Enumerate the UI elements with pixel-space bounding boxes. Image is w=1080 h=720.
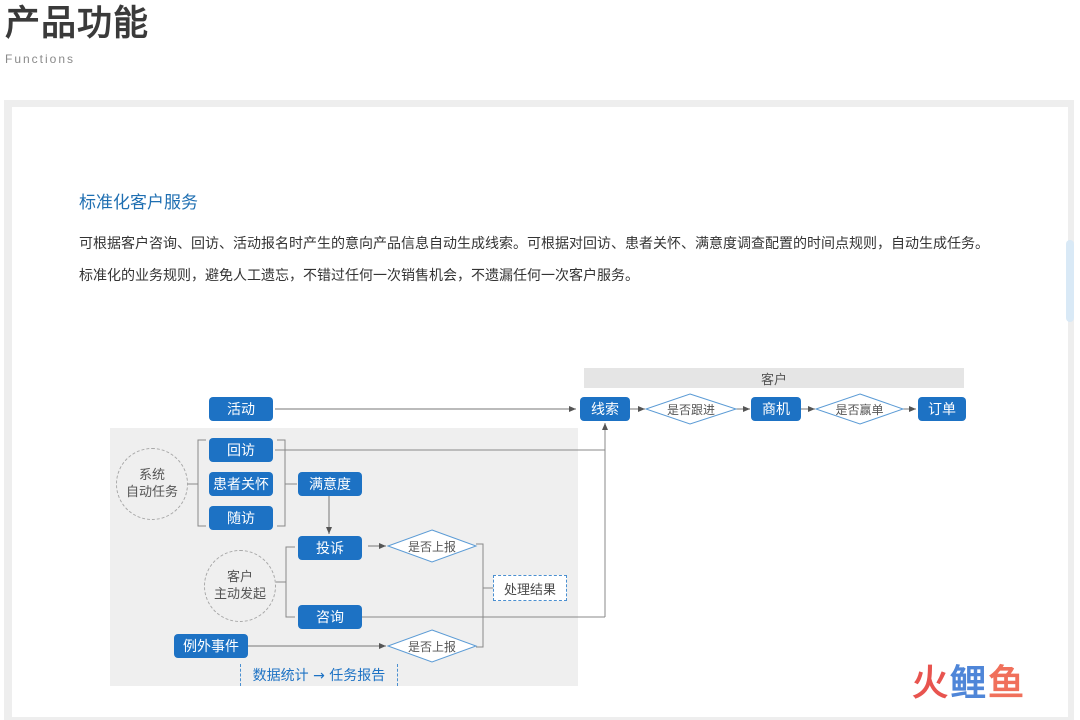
decision-follow-up-label: 是否跟进 [666,403,715,417]
scrollbar-thumb[interactable] [1066,240,1074,322]
section-heading: 标准化客户服务 [79,193,198,213]
node-follow-visit: 随访 [209,506,273,530]
page-title: 产品功能 [5,4,150,44]
ring-system-task: 系统 自动任务 [116,448,188,520]
node-consult: 咨询 [298,605,362,629]
node-return-visit: 回访 [209,438,273,462]
watermark-logo: 火鲤鱼 [912,663,1027,704]
ring-customer-initiated: 客户 主动发起 [204,550,276,622]
stats-report-label: 数据统计 → 任务报告 [240,664,398,686]
node-opportunity: 商机 [751,397,801,421]
section-description: 可根据客户咨询、回访、活动报名时产生的意向产品信息自动生成线索。可根据对回访、患… [79,236,989,284]
decision-report-1-label: 是否上报 [407,540,456,554]
decision-report-2-shape [386,629,478,663]
node-complaint: 投诉 [298,536,362,560]
node-activity: 活动 [209,397,273,421]
decision-report-1-shape [386,529,478,563]
decision-report-2-label: 是否上报 [407,640,456,654]
decision-win-label: 是否赢单 [835,403,884,417]
node-patient-care: 患者关怀 [209,472,273,496]
node-order: 订单 [918,397,966,421]
node-exception: 例外事件 [174,634,248,658]
decision-win-shape [814,393,905,425]
node-satisfaction: 满意度 [298,472,362,496]
customer-header-bar: 客户 [584,368,964,388]
node-lead: 线索 [580,397,630,421]
result-box: 处理结果 [493,575,567,601]
service-flow-diagram: 客户 活动 线索 商机 订单 回访 患者关怀 随访 满意度 投诉 咨询 例外事件… [100,360,980,700]
page-subtitle: Functions [5,52,76,66]
decision-follow-up-shape [644,393,738,425]
